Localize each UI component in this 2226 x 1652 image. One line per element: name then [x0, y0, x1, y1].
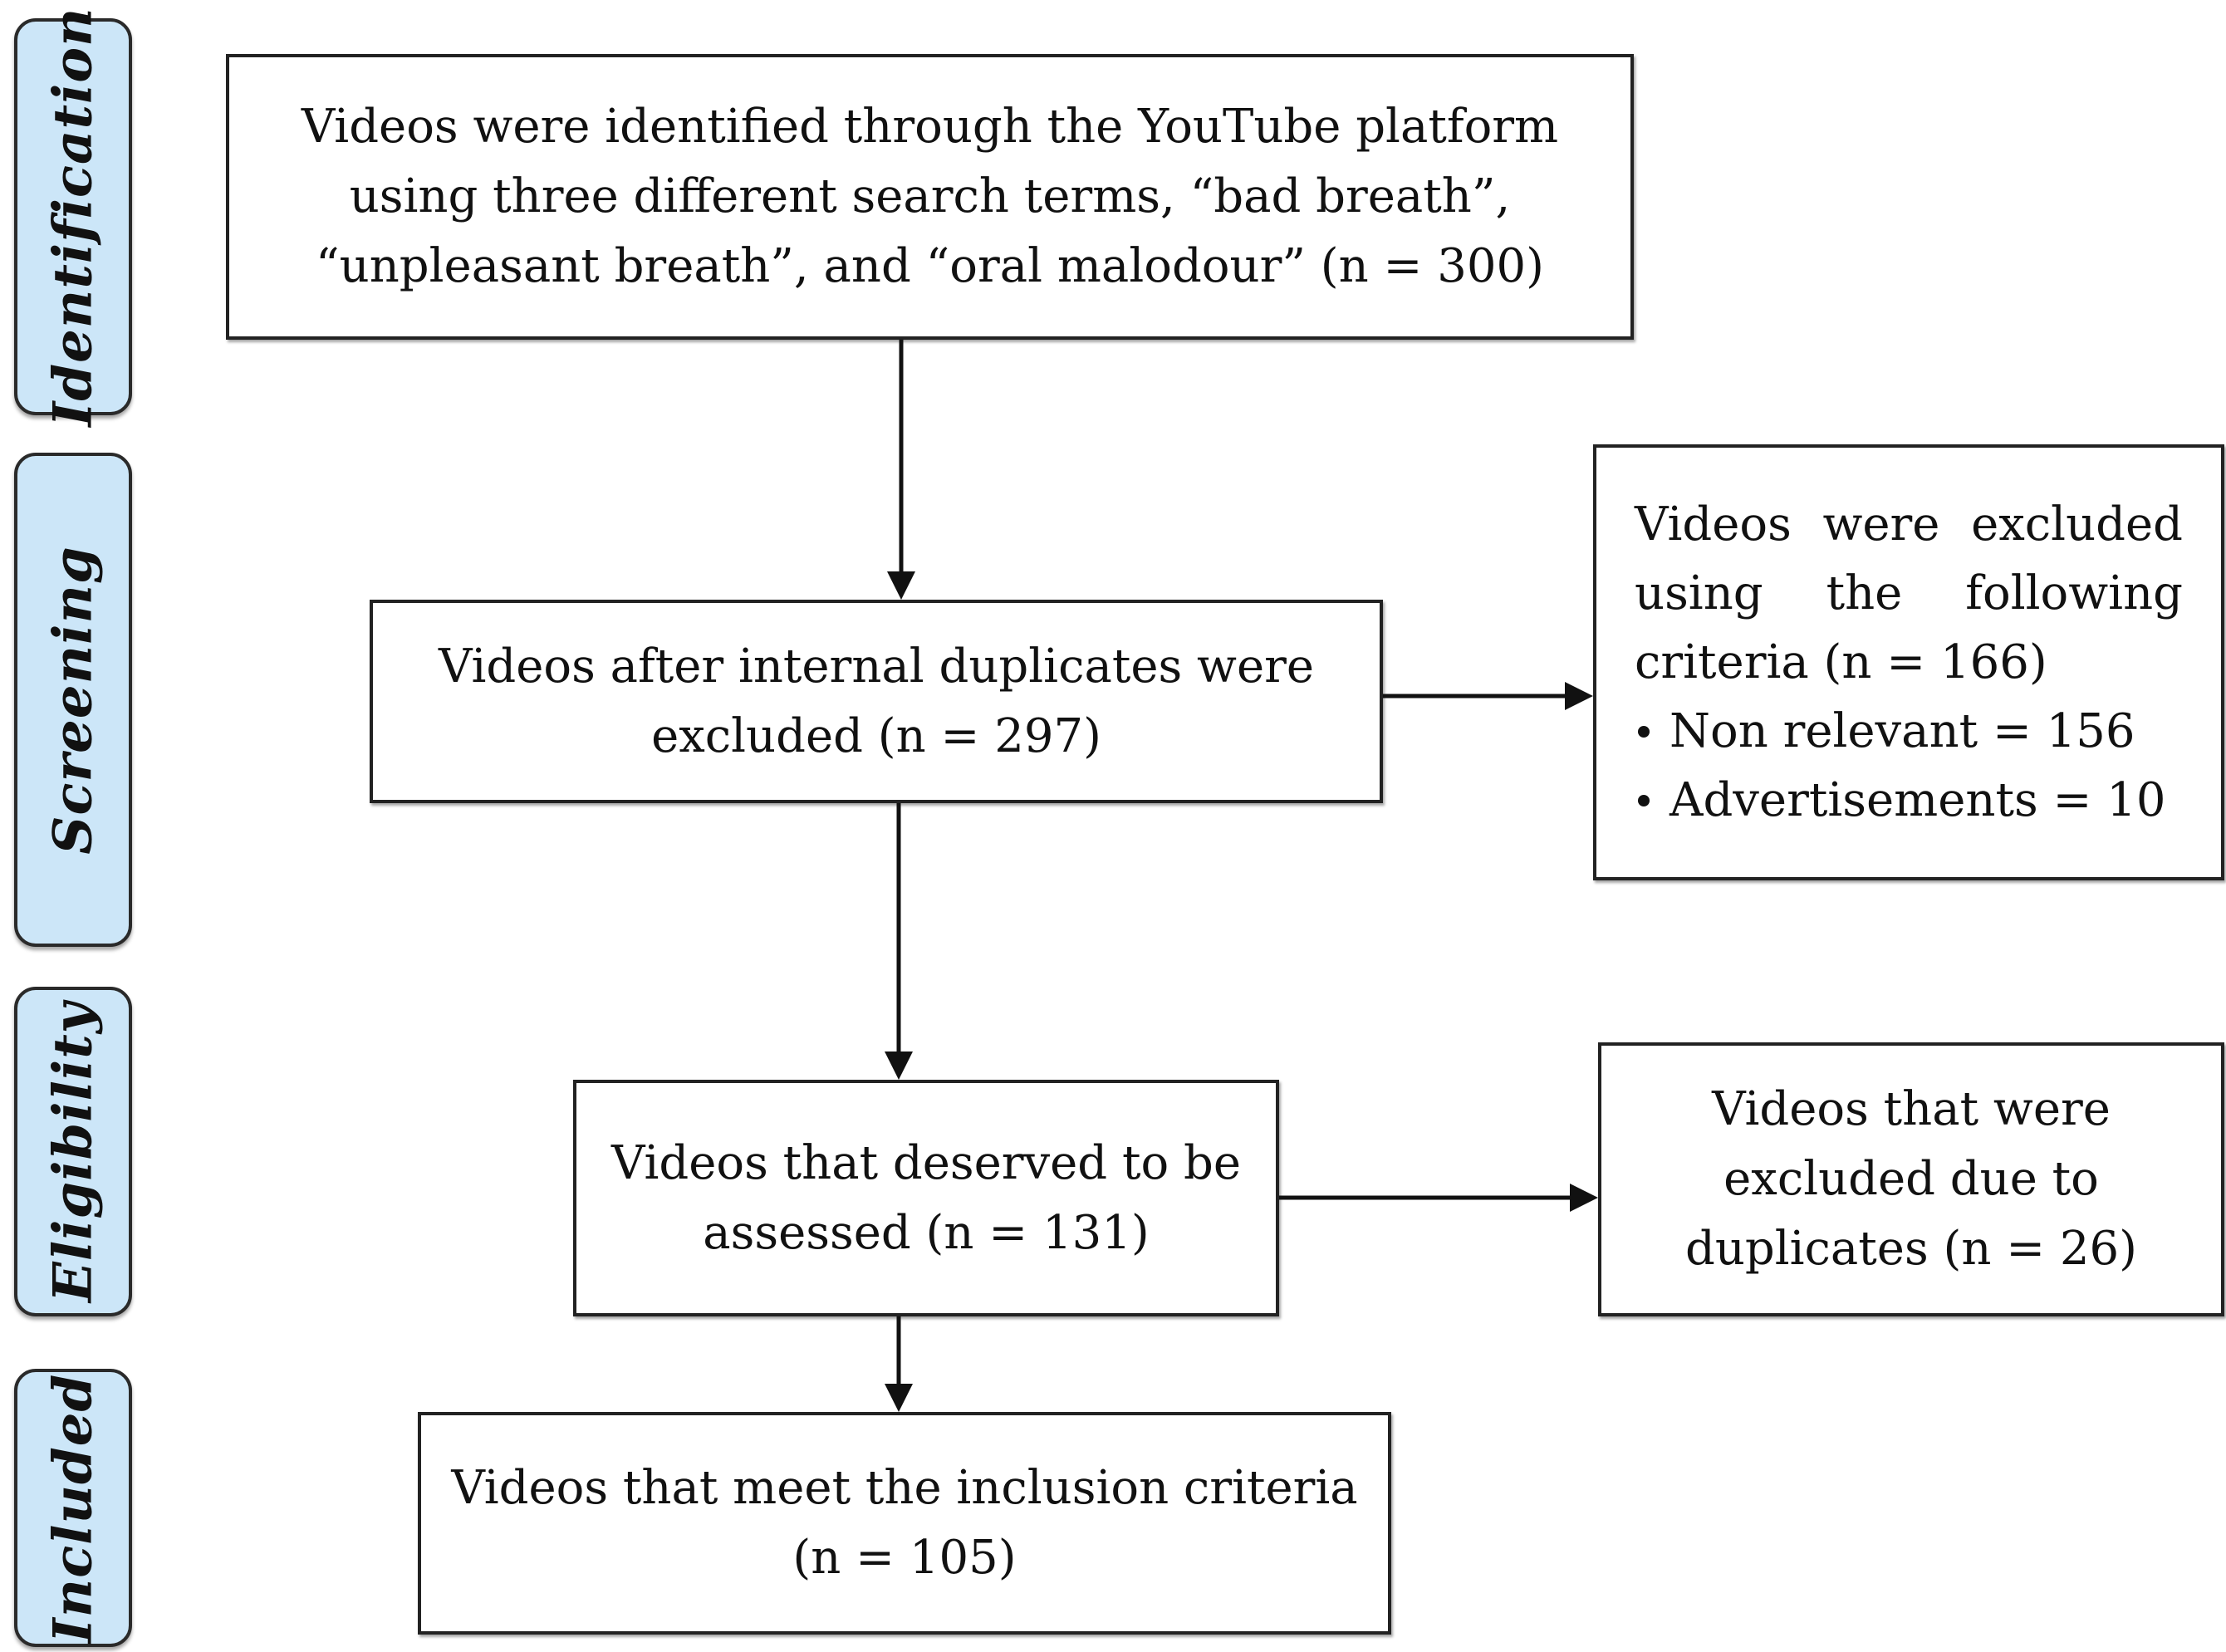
box-excluded-duplicates: Videos that were excluded due to duplica… [1598, 1042, 2224, 1316]
stage-label-screening: Screening [42, 545, 105, 855]
box-after-duplicates-line: excluded (n = 297) [651, 708, 1101, 763]
stage-label-included: Included [42, 1373, 105, 1643]
bullet-icon [1638, 794, 1650, 806]
box-identified-text: Videos were identified through the YouTu… [302, 92, 1558, 301]
arrowhead-down [885, 1051, 913, 1080]
box-included-line: (n = 105) [792, 1531, 1017, 1585]
stage-tab-identification: Identification [14, 7, 132, 427]
box-included-line: Videos that meet the inclusion criteria [451, 1461, 1358, 1515]
box-after-duplicates-text: Videos after internal duplicates were ex… [439, 632, 1314, 772]
box-identified-line: “unpleasant breath”, and “oral malodour”… [316, 239, 1544, 293]
arrowhead-right [1570, 1184, 1598, 1212]
excluded-criteria-line-1: Videos were excluded [1635, 490, 2183, 559]
excluded-criteria-word: following [1965, 566, 2183, 620]
excluded-criteria-line-3: criteria (n = 166) [1635, 635, 2047, 689]
box-assessed-line: Videos that deserved to be [611, 1135, 1241, 1190]
excluded-criteria-word: excluded [1971, 498, 2183, 551]
excluded-criteria-word: were [1822, 498, 1940, 551]
stage-tab-eligibility: Eligibility [14, 987, 132, 1316]
box-included: Videos that meet the inclusion criteria … [418, 1412, 1391, 1635]
excluded-criteria-bullet: Non relevant = 156 [1635, 697, 2183, 766]
arrowhead-right [1565, 682, 1593, 710]
arrowhead-down [885, 1384, 913, 1412]
excluded-criteria-word: the [1826, 566, 1903, 620]
excluded-criteria-line-2: using the following [1635, 559, 2183, 628]
box-after-duplicates-line: Videos after internal duplicates were [439, 639, 1314, 694]
box-excluded-duplicates-text: Videos that were excluded due to duplica… [1685, 1075, 2137, 1284]
excluded-criteria-word: using [1635, 566, 1763, 620]
arrowhead-down [887, 571, 915, 600]
bullet-icon [1638, 725, 1650, 738]
excluded-criteria-word: Videos [1635, 498, 1792, 551]
bullet-text: Non relevant = 156 [1670, 704, 2135, 758]
bullet-text: Advertisements = 10 [1670, 773, 2166, 827]
box-assessed: Videos that deserved to be assessed (n =… [573, 1080, 1279, 1316]
box-excluded-duplicates-line: Videos that were [1712, 1082, 2111, 1136]
excluded-criteria-bullet: Advertisements = 10 [1635, 766, 2183, 835]
stage-label-eligibility: Eligibility [42, 1001, 105, 1302]
box-included-text: Videos that meet the inclusion criteria … [451, 1453, 1357, 1593]
box-excluded-duplicates-line: duplicates (n = 26) [1684, 1222, 2138, 1276]
box-identified-line: Videos were identified through the YouTu… [301, 100, 1559, 154]
box-identified: Videos were identified through the YouTu… [226, 54, 1634, 340]
stage-tab-screening: Screening [14, 453, 132, 947]
box-assessed-text: Videos that deserved to be assessed (n =… [611, 1129, 1241, 1268]
stage-label-identification: Identification [42, 7, 105, 427]
box-excluded-criteria: Videos were excluded using the following… [1593, 444, 2224, 880]
box-excluded-criteria-text: Videos were excluded using the following… [1635, 490, 2183, 835]
box-after-duplicates: Videos after internal duplicates were ex… [370, 600, 1383, 803]
box-identified-line: using three different search terms, “bad… [349, 169, 1511, 223]
box-excluded-duplicates-line: excluded due to [1723, 1152, 2099, 1206]
box-assessed-line: assessed (n = 131) [703, 1205, 1150, 1260]
stage-tab-included: Included [14, 1369, 132, 1647]
